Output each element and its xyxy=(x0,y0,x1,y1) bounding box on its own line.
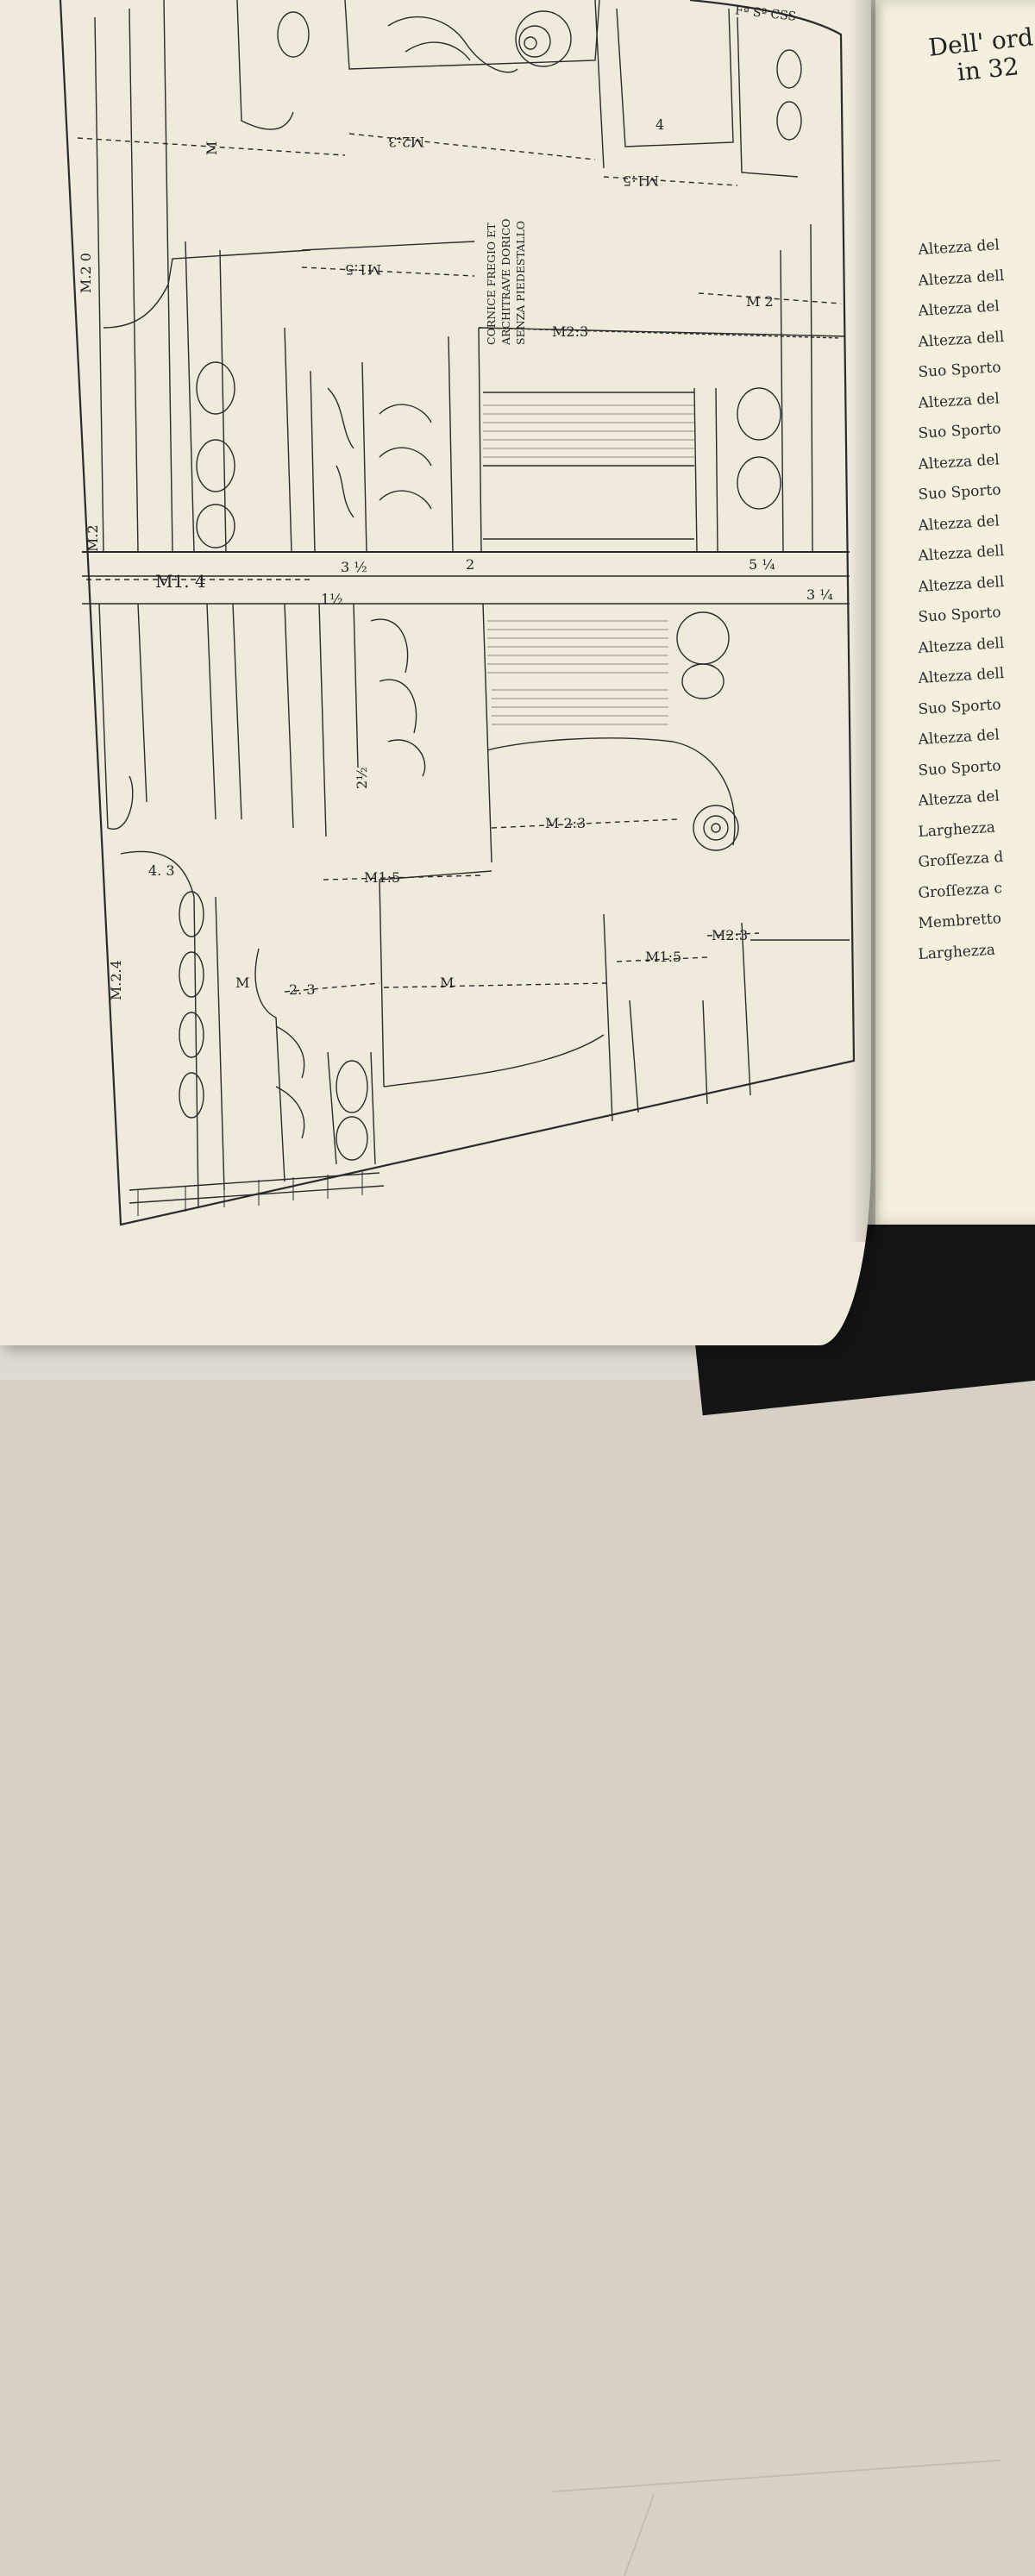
tile-seam xyxy=(552,2459,1000,2493)
right-page xyxy=(862,0,1035,1225)
dim-label: M 2:3 xyxy=(545,815,586,831)
dim-label: 5 ¼ xyxy=(749,556,775,573)
dim-label: M.2 xyxy=(85,524,101,552)
plate-title-line: SENZA PIEDESTALLO xyxy=(513,220,527,345)
dim-label: M1:5 xyxy=(345,261,382,278)
dim-label: M xyxy=(204,141,220,155)
dim-label: 3 ½ xyxy=(341,559,367,575)
dim-label: 2 xyxy=(466,556,475,573)
dim-label: M1:5 xyxy=(645,949,682,965)
dim-label: M xyxy=(440,975,455,991)
plate-title-line: ARCHITRAVE DORICO xyxy=(499,218,512,345)
measurement-list: Altezza del Altezza dell Altezza del Alt… xyxy=(918,236,1035,976)
dim-label: 4 xyxy=(656,116,665,133)
dim-label: M 2 xyxy=(746,293,774,310)
dim-label: M1. 4 xyxy=(155,571,206,592)
dim-label: 4. 3 xyxy=(148,862,175,879)
dim-label: 2½ xyxy=(354,767,370,789)
dim-label: M2:3 xyxy=(712,927,749,943)
dim-label: M.2.4 xyxy=(108,960,124,1000)
dim-label: 2. 3 xyxy=(289,981,316,998)
architectural-engraving xyxy=(59,0,856,1226)
dim-label: M.2 0 xyxy=(78,253,94,293)
tile-seam xyxy=(623,2494,656,2576)
dim-label: 3 ¼ xyxy=(806,586,833,603)
dim-label: M1:5 xyxy=(364,869,401,886)
dim-label: M2:3 xyxy=(552,323,589,340)
dim-label: M xyxy=(235,975,250,991)
left-page-plate xyxy=(0,0,871,1345)
dim-label: 1½ xyxy=(321,591,343,607)
dim-label: M1:5 xyxy=(623,172,660,189)
plate-title-line: CORNICE FREGIO ET xyxy=(485,223,498,345)
dim-label: M2:3 xyxy=(388,134,425,150)
